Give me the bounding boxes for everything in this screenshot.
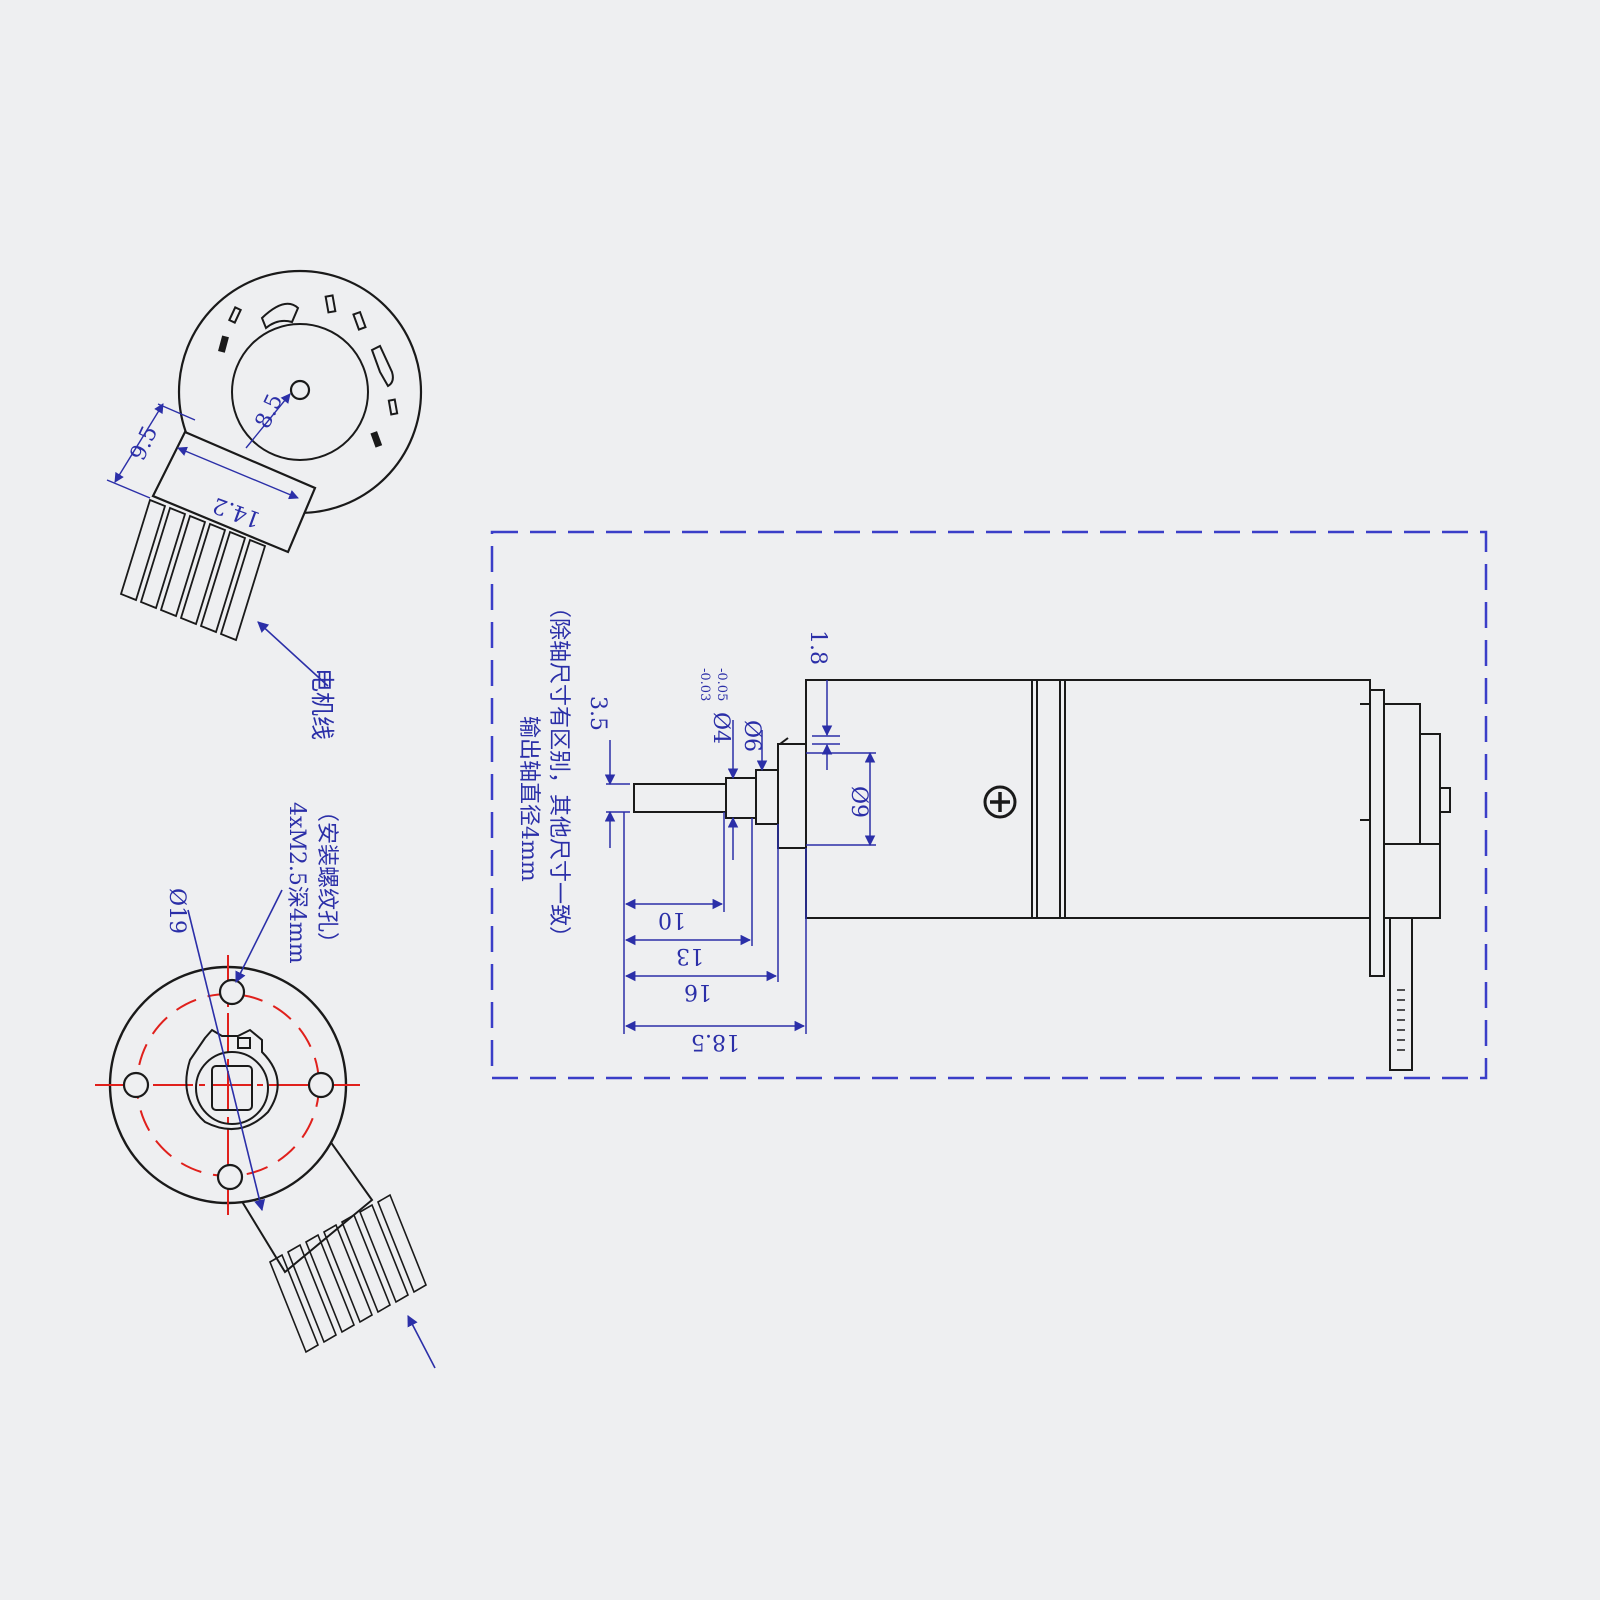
motor-wire-label: 电机线 bbox=[308, 668, 336, 740]
encoder-center-hole bbox=[289, 379, 311, 401]
dim-10: 10 bbox=[658, 907, 686, 932]
hole-leader bbox=[235, 889, 283, 984]
front-shaft-outer bbox=[195, 1051, 269, 1125]
dim-9-5: 9.5 bbox=[126, 422, 163, 464]
encoder-disk-inner bbox=[231, 323, 369, 461]
dim-9-5-lines bbox=[106, 403, 196, 499]
front-shaft-d bbox=[211, 1065, 253, 1111]
rear-encoder bbox=[1360, 689, 1451, 1071]
dim-16: 16 bbox=[684, 979, 712, 1004]
note-other-dims: （除轴尺寸有区别，其他尺寸一致） bbox=[546, 596, 571, 948]
note-shaft-diameter: 输出轴直径4mm bbox=[516, 716, 541, 882]
dim-dia-6: Ø6 bbox=[739, 720, 764, 752]
dim-13: 13 bbox=[676, 943, 704, 968]
front-key bbox=[237, 1037, 251, 1049]
encoder-pins bbox=[119, 498, 267, 642]
side-view-frame bbox=[490, 530, 1488, 1080]
dia-19-label: Ø19 bbox=[164, 888, 189, 934]
dim-3-5: 3.5 bbox=[585, 696, 610, 731]
front-pins bbox=[269, 1193, 427, 1354]
motor-body bbox=[805, 679, 1371, 919]
wire-arrow bbox=[257, 621, 329, 687]
dim-18-5: 18.5 bbox=[691, 1029, 740, 1054]
hole-note-label: （安装螺纹孔） bbox=[314, 800, 339, 954]
side-view: 3.5 Ø4 -0.03 -0.05 Ø6 1.8 Ø9 10 13 16 18… bbox=[490, 530, 1488, 1080]
dim-tol-upper: -0.03 bbox=[697, 668, 712, 701]
dim-8-5: 8.5 bbox=[251, 390, 288, 432]
dim-8-5-line bbox=[245, 393, 291, 449]
encoder-slots bbox=[218, 294, 399, 448]
front-gear-plate bbox=[185, 1028, 279, 1130]
front-wire-arrow bbox=[407, 1315, 436, 1369]
body-screw bbox=[983, 785, 1017, 819]
dim-1-8: 1.8 bbox=[805, 630, 830, 665]
dim-dia-4: Ø4 bbox=[708, 712, 733, 744]
side-dim-lines bbox=[604, 680, 876, 1034]
encoder-view: 9.5 8.5 14.2 电机线 bbox=[106, 269, 423, 740]
front-view: Ø19 4xM2.5深4mm （安装螺纹孔） bbox=[95, 800, 436, 1369]
dim-14-2-line bbox=[177, 446, 299, 500]
front-bearing bbox=[633, 737, 807, 849]
dia-19-leader bbox=[187, 909, 266, 1212]
hole-spec-label: 4xM2.5深4mm bbox=[284, 802, 309, 964]
front-mount-holes bbox=[122, 978, 335, 1191]
dim-dia-9: Ø9 bbox=[846, 786, 871, 818]
dim-tol-lower: -0.05 bbox=[714, 668, 729, 701]
